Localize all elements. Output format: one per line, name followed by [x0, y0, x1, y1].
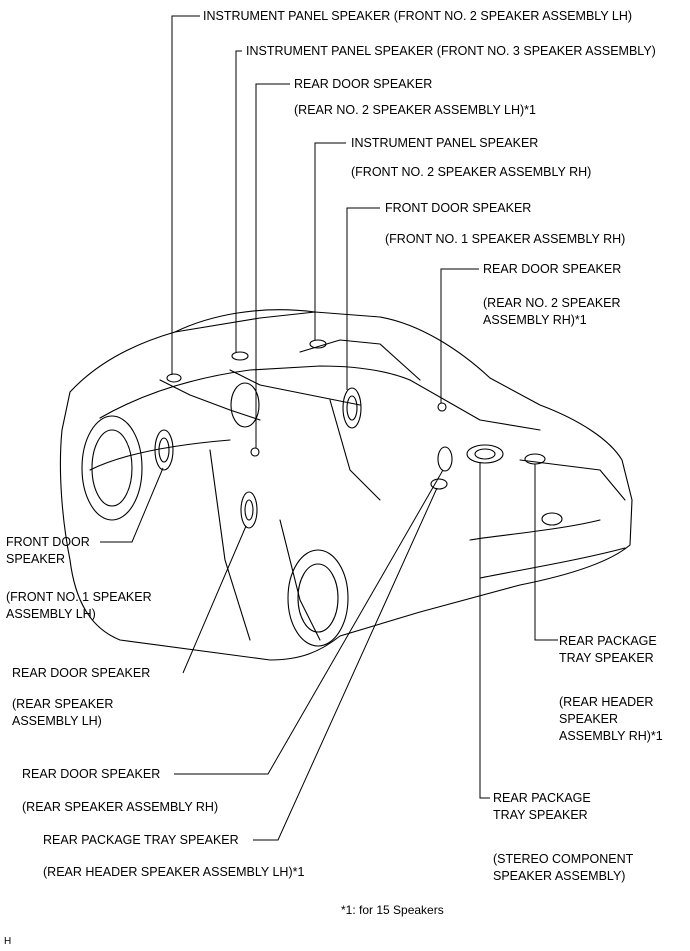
label-rear-package-rh-sub-3: ASSEMBLY RH)*1 [559, 729, 663, 743]
rear-wheel [287, 549, 349, 647]
label-front-door-lh-sub-2: ASSEMBLY LH) [6, 607, 96, 621]
speaker-rear-door-rh-no2 [437, 402, 447, 412]
label-rear-door-lh-sub-2: ASSEMBLY LH) [12, 714, 102, 728]
speaker-rear-door-lh [240, 491, 258, 529]
speaker-instrument-panel-lh [166, 373, 182, 383]
label-instrument-panel-center: INSTRUMENT PANEL SPEAKER (FRONT NO. 3 SP… [246, 44, 656, 58]
label-rear-package-center-2: TRAY SPEAKER [493, 808, 588, 822]
footnote: *1: for 15 Speakers [341, 903, 444, 917]
label-rear-door-lh: REAR DOOR SPEAKER [12, 666, 151, 680]
label-rear-door-lh-no2-sub: (REAR NO. 2 SPEAKER ASSEMBLY LH)*1 [294, 103, 536, 117]
trunk-emblem-icon [541, 512, 563, 526]
label-front-door-rh: FRONT DOOR SPEAKER [385, 201, 532, 215]
speaker-rear-door-rh [437, 446, 453, 472]
label-front-door-lh-sub-1: (FRONT NO. 1 SPEAKER [6, 590, 152, 604]
label-rear-door-rh-no2-sub-2: ASSEMBLY RH)*1 [483, 313, 587, 327]
label-stereo-component-2: SPEAKER ASSEMBLY) [493, 869, 626, 883]
speaker-instrument-panel-rh [309, 339, 327, 349]
label-instrument-panel-lh: INSTRUMENT PANEL SPEAKER (FRONT NO. 2 SP… [203, 9, 633, 23]
figure-code: H [4, 936, 12, 947]
speaker-rear-package-rh [524, 453, 546, 465]
speaker-front-door-rh [342, 387, 362, 429]
label-rear-package-rh-sub-1: (REAR HEADER [559, 695, 654, 709]
label-front-door-lh-1: FRONT DOOR [6, 535, 90, 549]
label-rear-door-lh-no2: REAR DOOR SPEAKER [294, 77, 433, 91]
speaker-front-door-lh [154, 429, 174, 471]
label-front-door-rh-sub: (FRONT NO. 1 SPEAKER ASSEMBLY RH) [385, 232, 626, 246]
speaker-rear-package-lh [430, 478, 448, 490]
label-rear-package-rh-sub-2: SPEAKER [559, 712, 619, 726]
label-rear-door-rh-sub: (REAR SPEAKER ASSEMBLY RH) [22, 800, 219, 814]
leader-lines [100, 15, 558, 841]
label-rear-package-lh: REAR PACKAGE TRAY SPEAKER [43, 833, 239, 847]
steering-wheel-icon [230, 382, 260, 428]
label-rear-door-rh-no2-sub-1: (REAR NO. 2 SPEAKER [483, 296, 621, 310]
label-rear-package-lh-sub: (REAR HEADER SPEAKER ASSEMBLY LH)*1 [43, 865, 305, 879]
label-stereo-component-1: (STEREO COMPONENT [493, 852, 634, 866]
car-body-outline [59, 309, 633, 661]
label-front-door-lh-2: SPEAKER [6, 552, 66, 566]
label-rear-door-rh: REAR DOOR SPEAKER [22, 767, 161, 781]
label-rear-package-rh-1: REAR PACKAGE [559, 634, 657, 648]
label-instrument-panel-rh-sub: (FRONT NO. 2 SPEAKER ASSEMBLY RH) [351, 165, 592, 179]
speaker-rear-door-lh-no2 [250, 447, 260, 457]
label-rear-package-rh-2: TRAY SPEAKER [559, 651, 654, 665]
front-wheel [81, 415, 143, 521]
label-instrument-panel-rh: INSTRUMENT PANEL SPEAKER [351, 136, 539, 150]
speaker-instrument-panel-center [231, 351, 249, 361]
label-rear-door-rh-no2: REAR DOOR SPEAKER [483, 262, 622, 276]
label-rear-door-lh-sub-1: (REAR SPEAKER [12, 697, 114, 711]
label-rear-package-center-1: REAR PACKAGE [493, 791, 591, 805]
speaker-stereo-component [466, 444, 504, 464]
